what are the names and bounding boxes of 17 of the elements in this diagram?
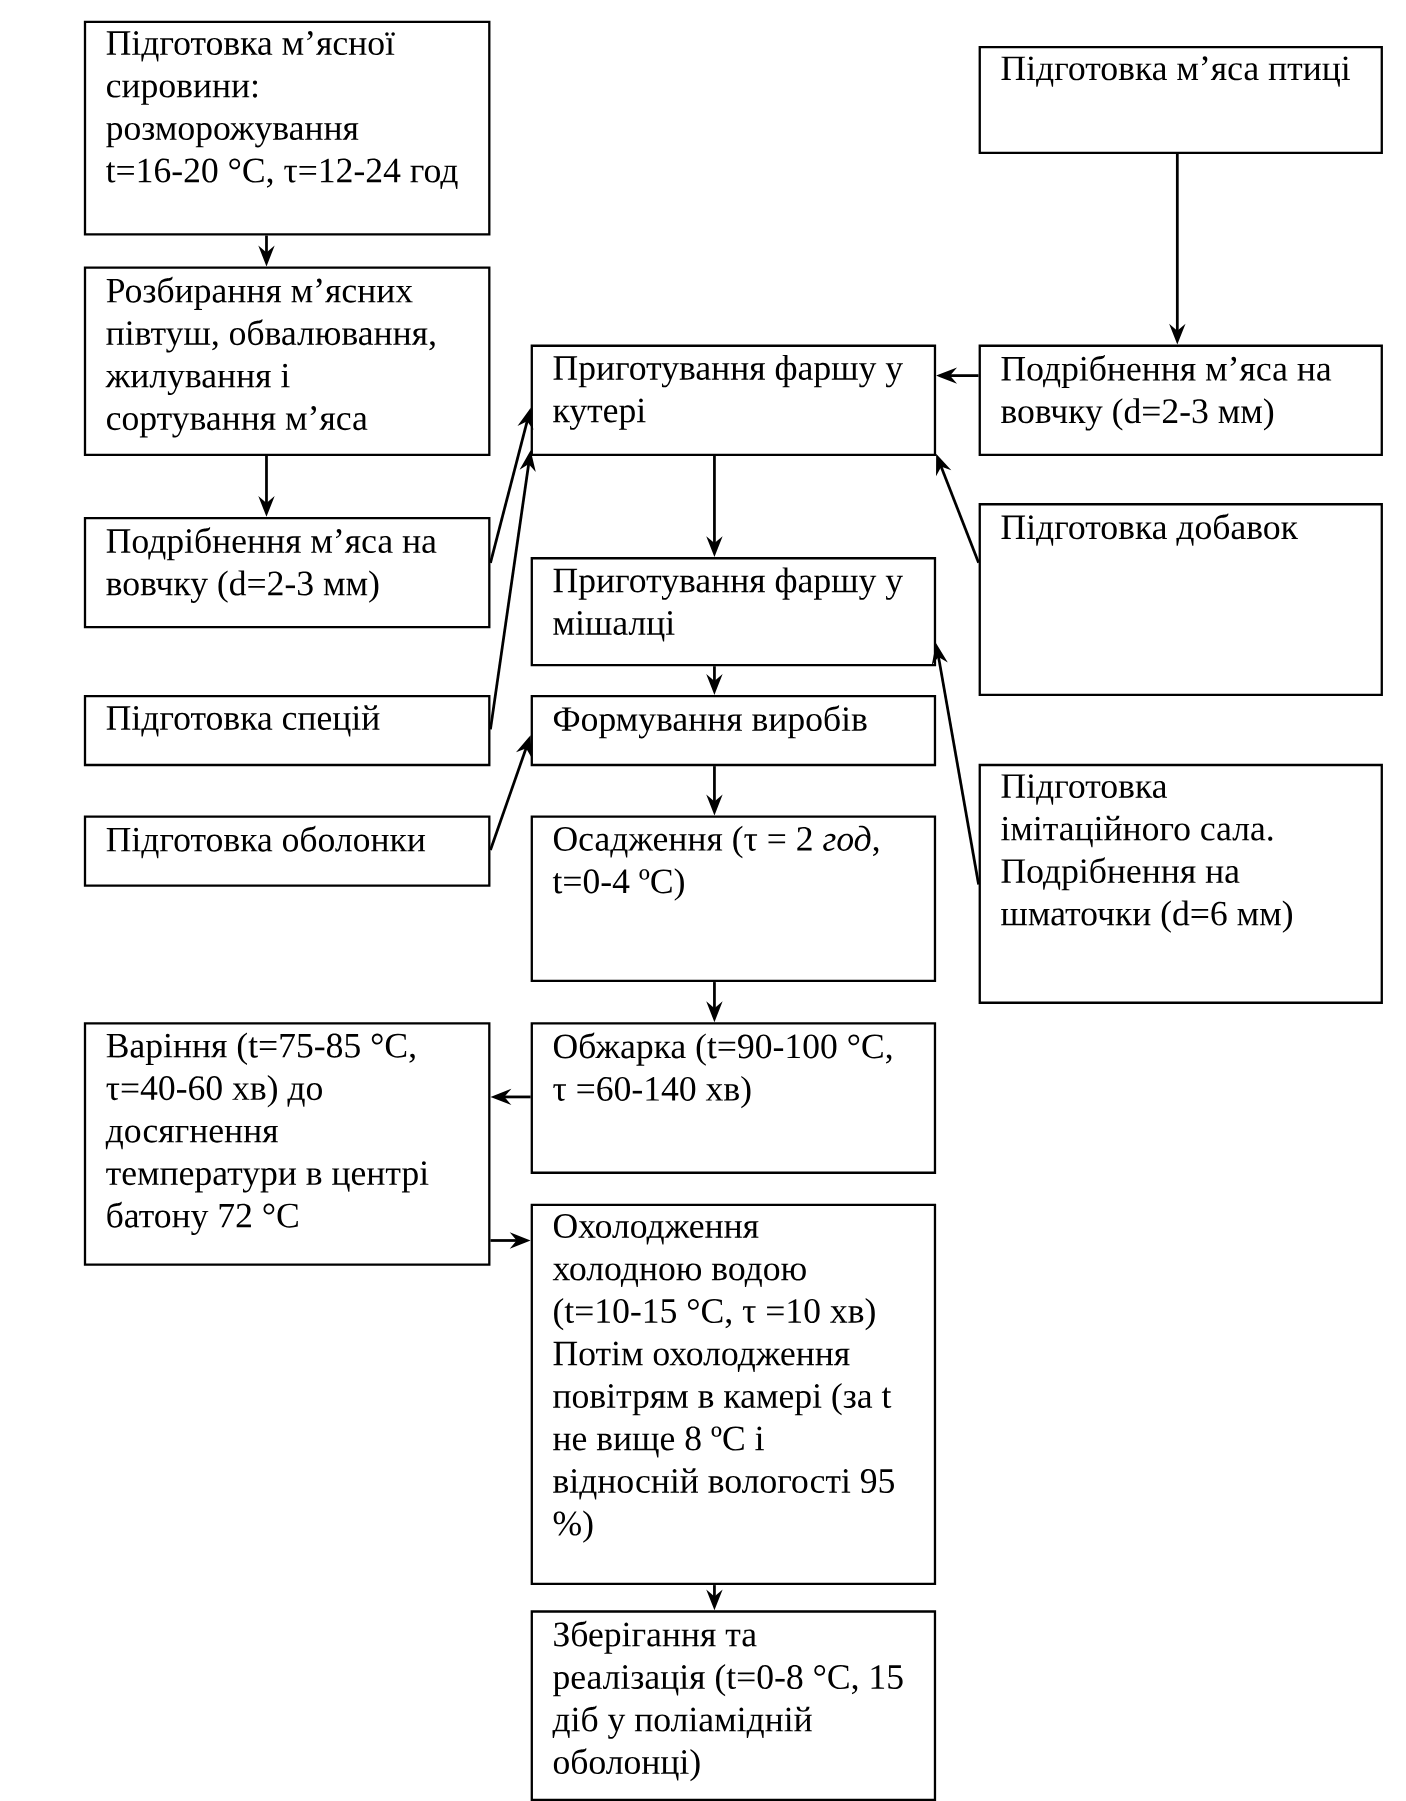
process-box: Варіння (t=75-85 °C, τ=40-60 хв) до досягнення температури в центрі батону 72 °C — [83, 1022, 491, 1266]
process-box: Підготовка добавок — [978, 503, 1383, 697]
process-box: Зберігання та реалізація (t=0-8 °C, 15 діб у поліамідній оболонці) — [530, 1610, 937, 1801]
process-box: Охолодження холодною водою (t=10-15 °C, τ =10 хв) Потім охолодження повітрям в камері (за t не вище 8 ºC і відносній вологості 95 %) — [530, 1203, 937, 1586]
process-box: Розбирання м’ясних півтуш, обвалювання, жилування і сортування м’яса — [83, 266, 491, 456]
process-box: Подрібнення м’яса на вовчку (d=2-3 мм) — [83, 516, 491, 629]
process-box: Обжарка (t=90-100 °C, τ =60-140 хв) — [530, 1022, 937, 1174]
process-box: Приготування фаршу у мішалці — [530, 557, 937, 667]
process-box: Підготовка м’яса птиці — [978, 45, 1383, 154]
process-box: Формування виробів — [530, 694, 937, 767]
process-box: Підготовка імітаційного сала. Подрібнення на шматочки (d=6 мм) — [978, 763, 1383, 1004]
process-box: Підготовка спецій — [83, 694, 491, 767]
process-box: Осадження (τ = 2 год, t=0-4 ºC) — [530, 815, 937, 983]
process-box: Подрібнення м’яса на вовчку (d=2-3 мм) — [978, 344, 1383, 456]
process-box: Підготовка оболонки — [83, 815, 491, 887]
process-box: Приготування фаршу у кутері — [530, 344, 937, 456]
process-box: Підготовка м’ясної сировини: розморожування t=16-20 °C, τ=12-24 год — [83, 20, 491, 236]
